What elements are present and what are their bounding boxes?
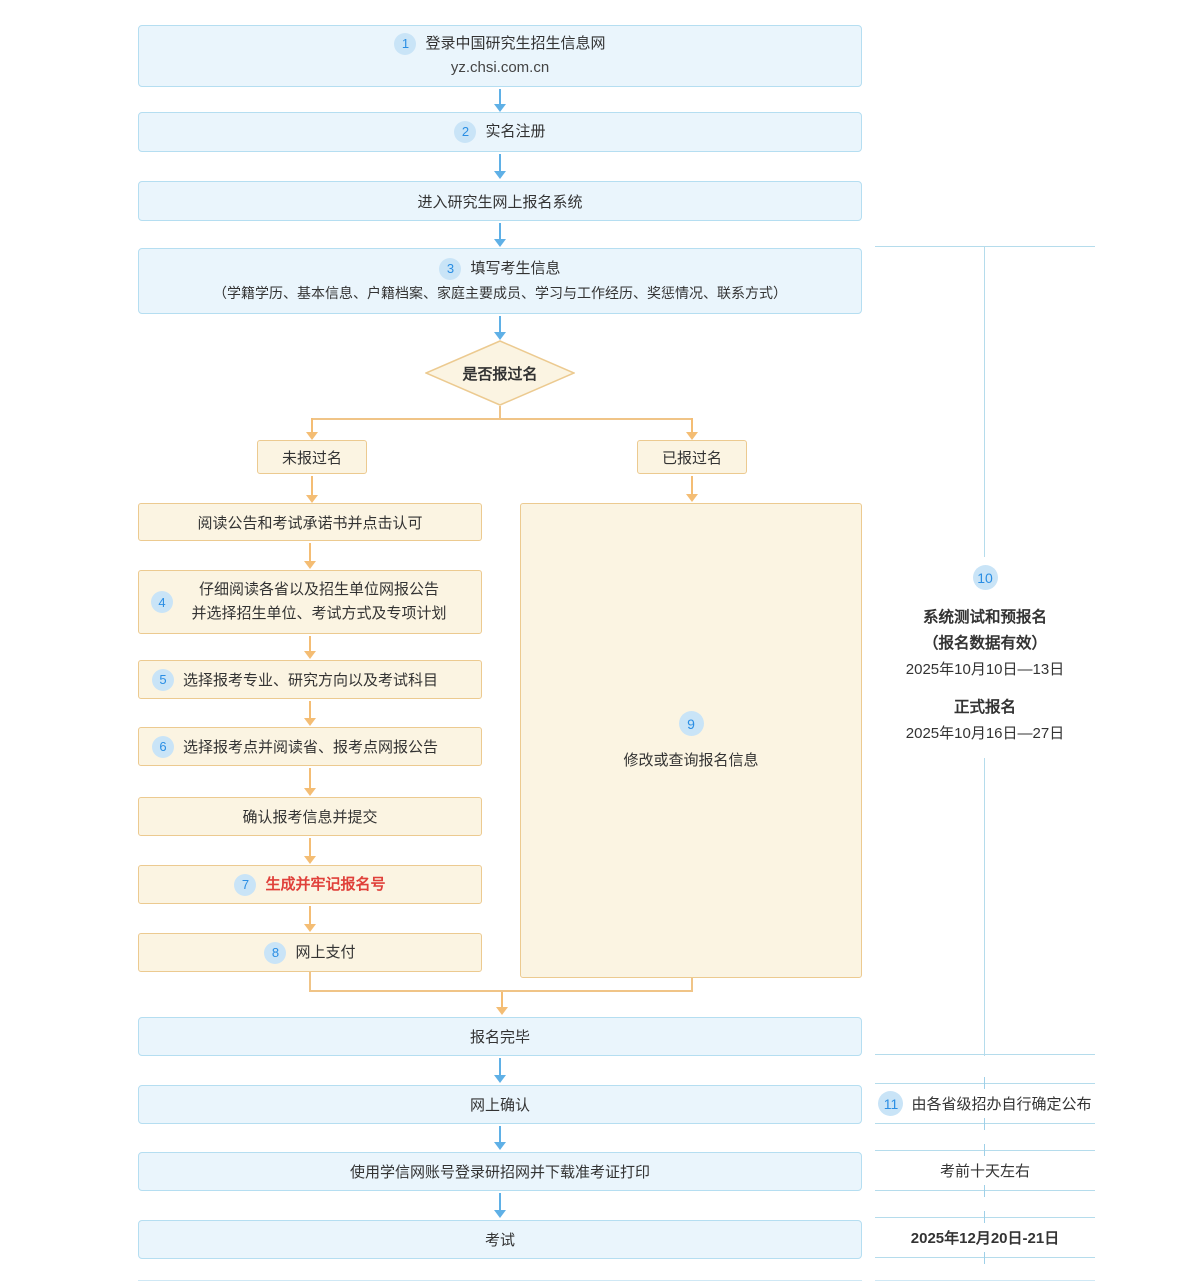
step-badge-5: 5	[152, 668, 174, 691]
guide-row-before-exam: 考前十天左右	[875, 1144, 1095, 1197]
node-modify-query: 9 修改或查询报名信息	[520, 503, 862, 978]
node-enter-system-label: 进入研究生网上报名系统	[417, 193, 583, 211]
node-pay-online: 8 网上支付	[138, 933, 482, 972]
step-badge-2: 2	[454, 121, 477, 143]
arrow-down-icon	[304, 543, 316, 569]
node-confirm-submit-label: 确认报考信息并提交	[242, 809, 378, 826]
connector-line	[309, 990, 693, 992]
node-login-label: 登录中国研究生招生信息网	[425, 35, 606, 52]
node-generate-number: 7 生成并牢记报名号	[138, 865, 482, 904]
arrow-down-icon	[494, 154, 506, 179]
guide-row-confirm-announce-label: 由各省级招办自行确定公布	[911, 1096, 1092, 1113]
guide-section-registration-dates: 10 系统测试和预报名 （报名数据有效） 2025年10月10日—13日 正式报…	[875, 246, 1095, 1056]
arrow-down-icon	[686, 476, 698, 502]
node-fill-info-label: 填写考生信息	[470, 260, 561, 277]
node-pay-online-label: 网上支付	[295, 943, 356, 961]
step-badge-10: 10	[972, 565, 998, 590]
guide-tick	[984, 1211, 985, 1223]
node-choose-unit: 4 仔细阅读各省以及招生单位网报公告 并选择招生单位、考试方式及专项计划	[138, 570, 482, 634]
arrow-down-icon	[494, 89, 506, 112]
node-choose-unit-line2: 并选择招生单位、考试方式及专项计划	[191, 605, 447, 622]
node-exam-label: 考试	[484, 1232, 515, 1249]
guide-row-before-exam-label: 考前十天左右	[939, 1163, 1030, 1180]
branch-not-registered: 未报过名	[257, 440, 367, 474]
guide-row-exam-date: 2025年12月20日-21日	[875, 1211, 1095, 1264]
connector-line	[499, 406, 501, 418]
node-online-confirm-label: 网上确认	[469, 1097, 530, 1114]
arrow-down-icon	[494, 1193, 506, 1218]
guide-tick	[984, 1077, 985, 1089]
node-read-notice: 阅读公告和考试承诺书并点击认可	[138, 503, 482, 541]
formal-registration-title: 正式报名	[953, 699, 1016, 716]
step-badge-9: 9	[678, 711, 704, 736]
cutoff-line	[138, 1280, 862, 1281]
connector-line	[312, 418, 693, 420]
node-confirm-submit: 确认报考信息并提交	[138, 797, 482, 836]
node-finish-label: 报名完毕	[469, 1029, 530, 1046]
arrow-down-icon	[304, 768, 316, 796]
guide-tick	[984, 1252, 985, 1264]
node-online-confirm: 网上确认	[138, 1085, 862, 1124]
arrow-down-icon	[686, 418, 698, 440]
arrow-down-icon	[494, 1126, 506, 1150]
node-fill-info-detail: （学籍学历、基本信息、户籍档案、家庭主要成员、学习与工作经历、奖惩情况、联系方式…	[213, 285, 787, 301]
guide-tick	[984, 1118, 985, 1130]
pre-registration-subtitle: （报名数据有效）	[922, 635, 1047, 652]
node-download-print-label: 使用学信网账号登录研招网并下载准考证打印	[349, 1164, 650, 1181]
node-register: 2 实名注册	[138, 112, 862, 152]
arrow-down-icon	[306, 476, 318, 503]
arrow-down-icon	[494, 1058, 506, 1083]
node-login-url: yz.chsi.com.cn	[450, 59, 550, 76]
node-register-label: 实名注册	[485, 123, 546, 140]
node-fill-info: 3 填写考生信息 （学籍学历、基本信息、户籍档案、家庭主要成员、学习与工作经历、…	[138, 248, 862, 314]
node-choose-site-label: 选择报考点并阅读省、报考点网报公告	[183, 739, 439, 756]
cutoff-line	[875, 1280, 1095, 1281]
node-enter-system: 进入研究生网上报名系统	[138, 181, 862, 221]
connector-line	[309, 972, 311, 992]
step-badge-11: 11	[878, 1091, 904, 1116]
arrow-down-icon	[304, 701, 316, 726]
pre-registration-dates: 2025年10月10日—13日	[905, 661, 1065, 678]
step-badge-6: 6	[152, 735, 174, 758]
node-choose-major-label: 选择报考专业、研究方向以及考试科目	[183, 672, 439, 689]
step-badge-7: 7	[234, 873, 257, 896]
arrow-down-icon	[304, 906, 316, 932]
node-login: 1 登录中国研究生招生信息网 yz.chsi.com.cn	[138, 25, 862, 87]
node-generate-number-label: 生成并牢记报名号	[265, 875, 386, 893]
node-choose-unit-line1: 仔细阅读各省以及招生单位网报公告	[198, 581, 439, 598]
formal-registration-dates: 2025年10月16日—27日	[905, 725, 1065, 742]
connector-line	[691, 978, 693, 992]
guide-tick	[984, 1144, 985, 1156]
branch-registered: 已报过名	[637, 440, 747, 474]
step-badge-1: 1	[394, 33, 417, 55]
guide-row-confirm-announce: 11 由各省级招办自行确定公布	[875, 1077, 1095, 1130]
arrow-down-icon	[304, 838, 316, 864]
guide-vertical-line	[984, 758, 985, 1056]
node-read-notice-label: 阅读公告和考试承诺书并点击认可	[197, 514, 423, 532]
arrow-down-icon	[494, 316, 506, 340]
decision-label: 是否报过名	[462, 365, 538, 383]
arrow-down-icon	[306, 418, 318, 440]
node-download-print: 使用学信网账号登录研招网并下载准考证打印	[138, 1152, 862, 1191]
node-exam: 考试	[138, 1220, 862, 1259]
branch-registered-label: 已报过名	[661, 449, 722, 467]
arrow-down-icon	[304, 636, 316, 659]
guide-tick	[984, 1185, 985, 1197]
node-modify-query-label: 修改或查询报名信息	[623, 752, 759, 769]
pre-registration-title: 系统测试和预报名	[922, 609, 1047, 626]
arrow-down-icon	[496, 992, 508, 1015]
decision-diamond-shape	[424, 340, 576, 406]
step-badge-3: 3	[439, 258, 462, 280]
node-choose-site: 6 选择报考点并阅读省、报考点网报公告	[138, 727, 482, 766]
node-choose-major: 5 选择报考专业、研究方向以及考试科目	[138, 660, 482, 699]
decision-node: 是否报过名	[424, 340, 576, 406]
guide-row-exam-date-label: 2025年12月20日-21日	[910, 1230, 1060, 1247]
step-badge-4: 4	[151, 591, 173, 613]
node-finish: 报名完毕	[138, 1017, 862, 1056]
branch-not-registered-label: 未报过名	[281, 449, 342, 467]
guide-vertical-line	[984, 247, 985, 557]
arrow-down-icon	[494, 223, 506, 247]
step-badge-8: 8	[264, 941, 287, 964]
